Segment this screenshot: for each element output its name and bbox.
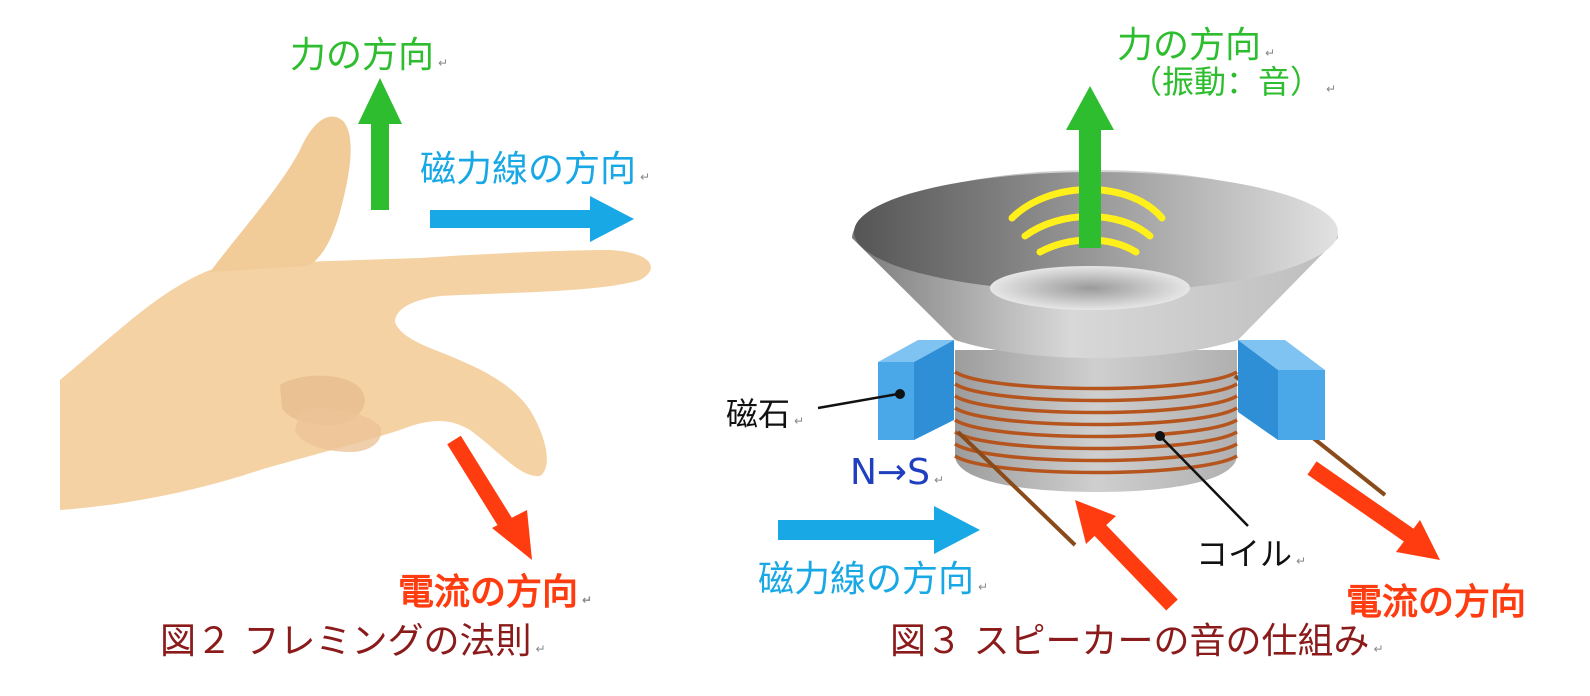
hand-thumb bbox=[210, 116, 351, 273]
right-current-label: 電流の方向 bbox=[1346, 582, 1527, 623]
magnet-leader-line bbox=[817, 389, 905, 410]
left-force-arrow bbox=[358, 78, 402, 210]
coil-label: コイル↵ bbox=[1196, 535, 1307, 573]
speaker-illustration bbox=[817, 170, 1387, 547]
left-field-arrow bbox=[430, 196, 634, 242]
hand-palm bbox=[60, 250, 651, 510]
left-force-label: 力の方向↵ bbox=[290, 35, 449, 76]
magnet-left bbox=[878, 340, 954, 440]
magnet-right bbox=[1238, 340, 1325, 440]
right-force-arrow bbox=[1066, 86, 1114, 248]
coil-lead-left bbox=[956, 430, 1077, 547]
ns-label: N→S↵ bbox=[850, 452, 945, 493]
magnet-label: 磁石↵ bbox=[726, 395, 805, 433]
right-field-arrow bbox=[778, 506, 980, 554]
speaker-coil bbox=[954, 370, 1238, 475]
hand-finger-fold bbox=[295, 408, 382, 452]
right-force-sublabel: （振動：音）↵ bbox=[1130, 63, 1337, 101]
right-force-label: 力の方向↵ bbox=[1117, 25, 1276, 66]
hand-illustration bbox=[60, 116, 651, 510]
right-figure-caption: 図３ スピーカーの音の仕組み↵ bbox=[890, 621, 1384, 662]
right-current-arrow-up bbox=[1075, 500, 1178, 611]
left-figure-caption: 図２ フレミングの法則↵ bbox=[160, 621, 546, 662]
right-field-label: 磁力線の方向↵ bbox=[758, 559, 989, 600]
speaker-dust-cap bbox=[990, 266, 1190, 310]
left-current-label: 電流の方向↵ bbox=[398, 572, 593, 613]
left-field-label: 磁力線の方向↵ bbox=[420, 149, 651, 190]
left-current-arrow bbox=[447, 435, 532, 560]
coil-leader-line bbox=[1155, 431, 1249, 527]
right-current-arrow-down bbox=[1307, 461, 1440, 560]
